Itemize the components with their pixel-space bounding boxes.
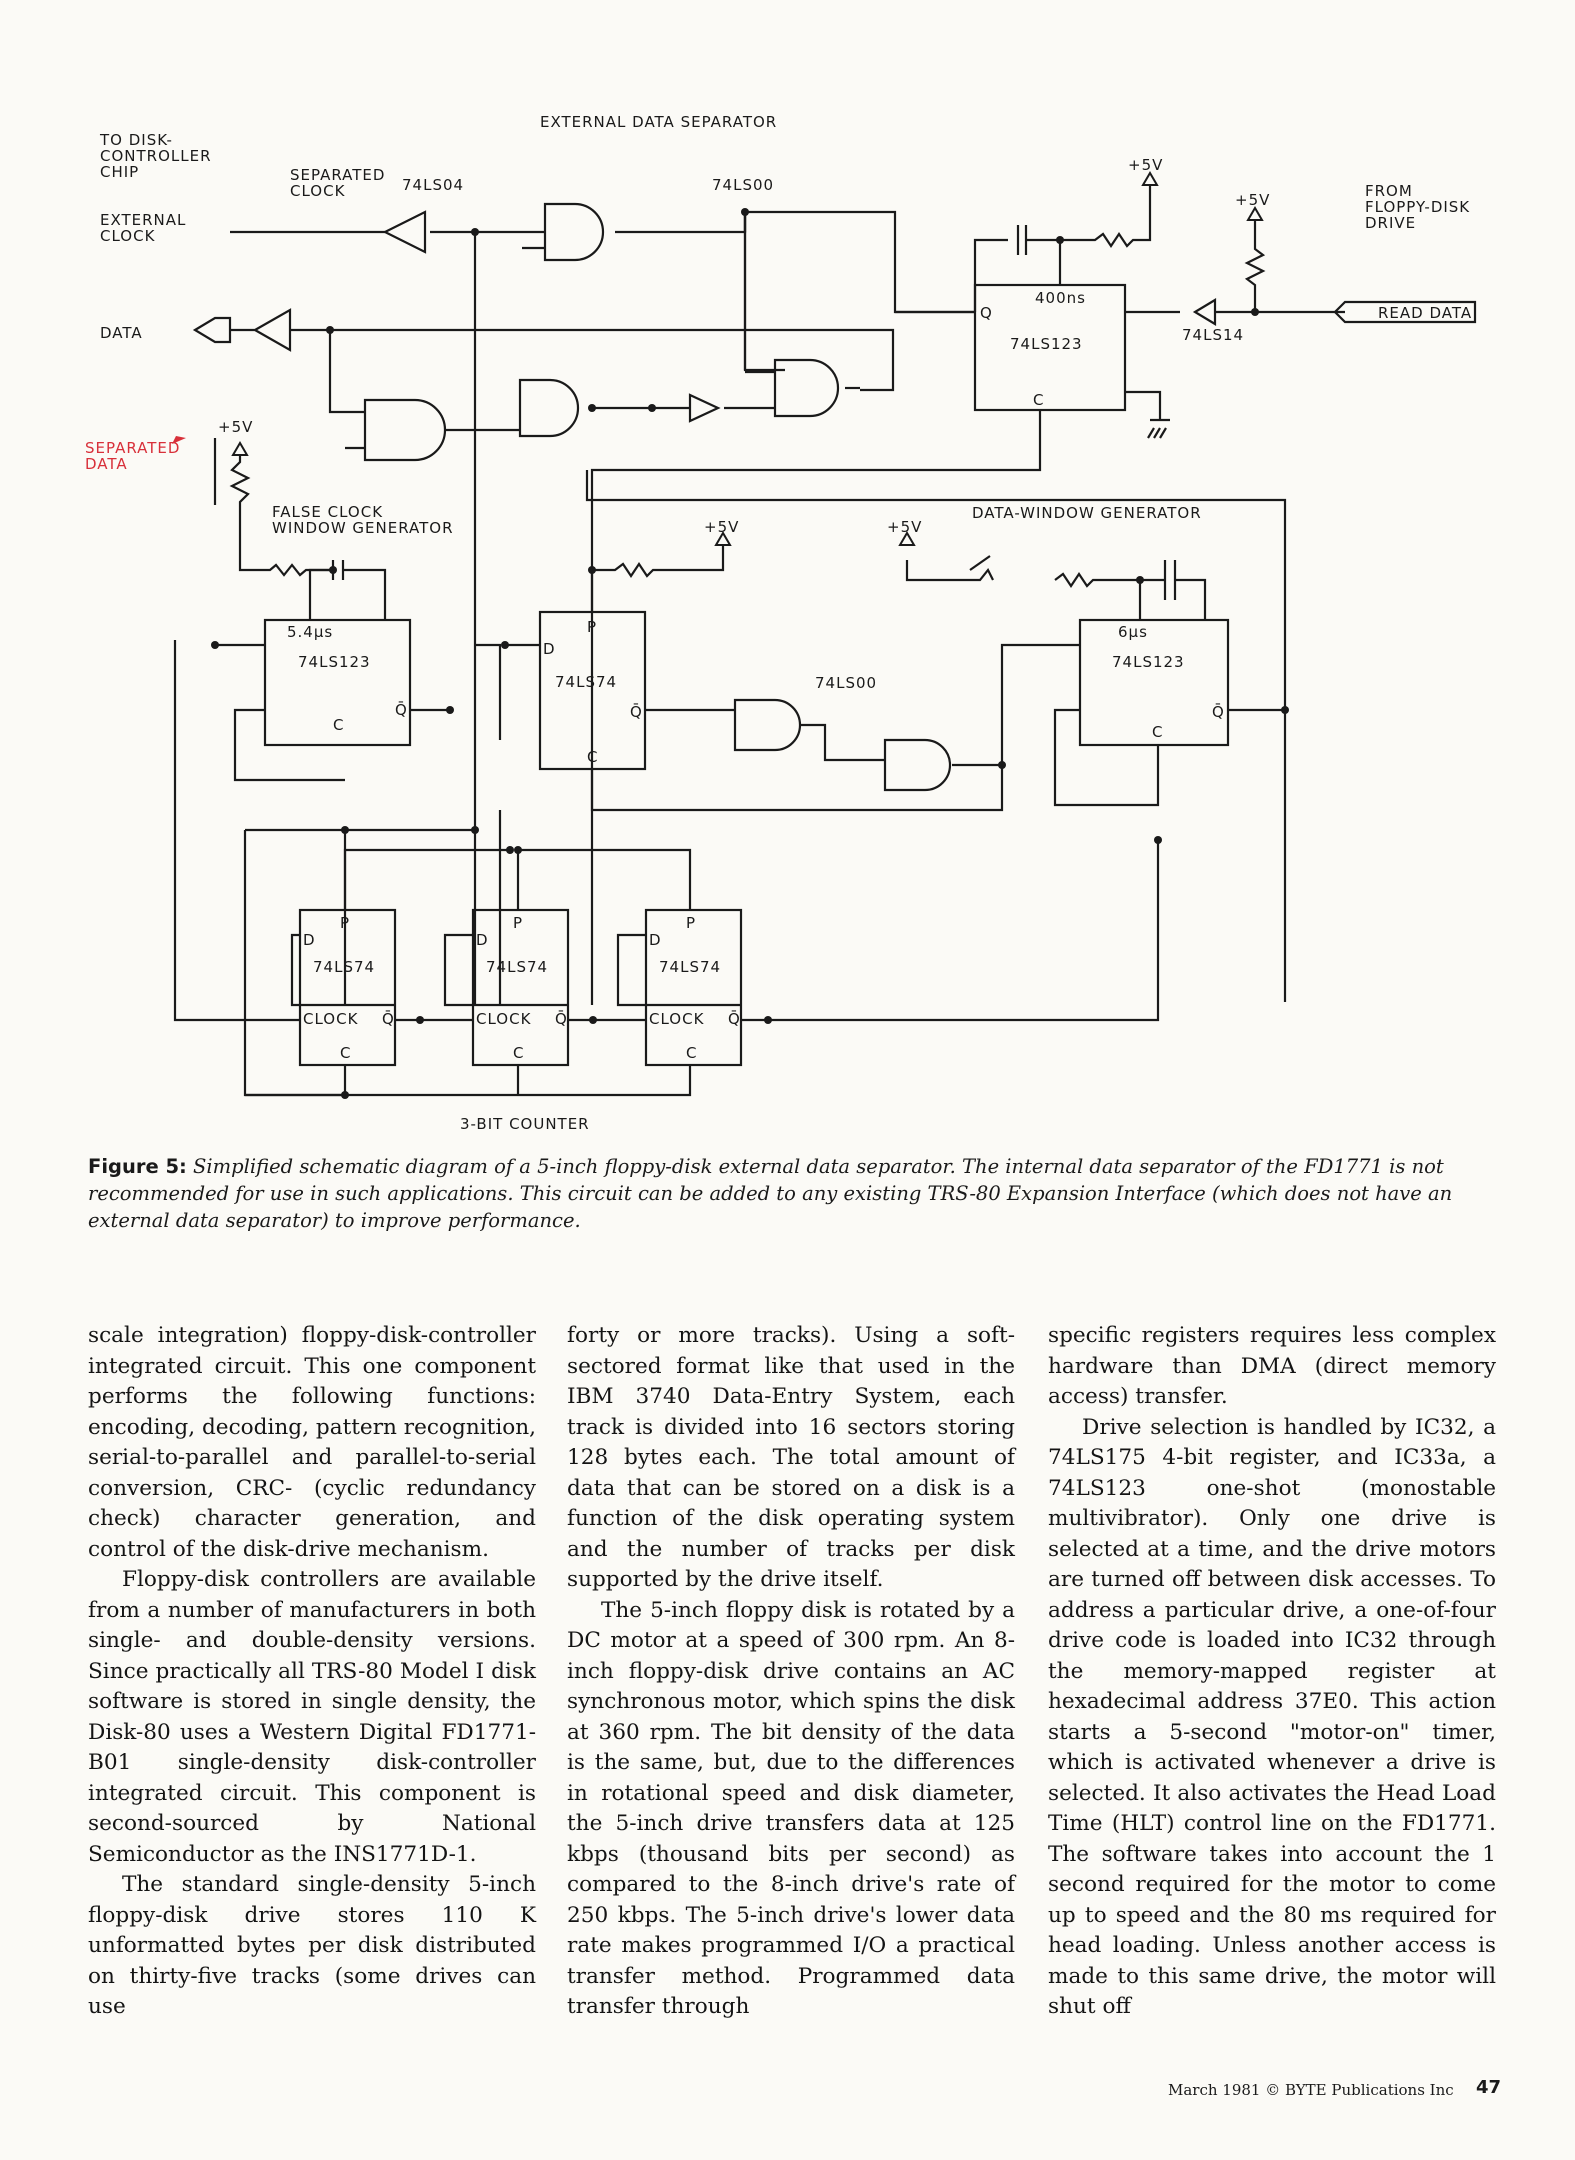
time-54us-label: 5.4µs bbox=[287, 623, 333, 641]
separated-data-label-2: DATA bbox=[85, 455, 128, 473]
counter-ic-label-2: 74LS74 bbox=[486, 958, 548, 976]
counter-pin-c-1: C bbox=[340, 1044, 351, 1062]
counter-clock-label-2: CLOCK bbox=[476, 1010, 532, 1028]
data-window-label: DATA-WINDOW GENERATOR bbox=[972, 504, 1202, 522]
from-drive-label-3: DRIVE bbox=[1365, 214, 1416, 232]
counter-pin-p-1: P bbox=[340, 914, 350, 932]
pin-q-label: Q bbox=[980, 304, 993, 322]
plus5v-label-5: +5V bbox=[887, 518, 922, 536]
plus5v-label-4: +5V bbox=[704, 518, 739, 536]
ic-74ls123-label-2: 74LS123 bbox=[298, 653, 371, 671]
counter-qbar-label-1: Q̄ bbox=[382, 1009, 395, 1028]
plus5v-label-3: +5V bbox=[1235, 191, 1270, 209]
page-number: 47 bbox=[1476, 2077, 1502, 2098]
time-6us-label: 6µs bbox=[1118, 623, 1148, 641]
pin-c-label-1: C bbox=[1033, 391, 1044, 409]
pin-qbar-label-1: Q̄ bbox=[395, 700, 408, 719]
ic-74ls123-label-3: 74LS123 bbox=[1112, 653, 1185, 671]
to-disk-label-2: CONTROLLER bbox=[100, 147, 212, 165]
ic-74ls123-label-1: 74LS123 bbox=[1010, 335, 1083, 353]
ic-74ls00-label-top: 74LS00 bbox=[712, 176, 774, 194]
counter-pin-c-2: C bbox=[513, 1044, 524, 1062]
time-400ns-label: 400ns bbox=[1035, 289, 1086, 307]
paragraph: The 5-inch floppy disk is rotated by a D… bbox=[567, 1597, 1015, 2020]
counter-pin-c-3: C bbox=[686, 1044, 697, 1062]
to-disk-label-3: CHIP bbox=[100, 163, 139, 181]
paragraph: Drive selection is handled by IC32, a 74… bbox=[1048, 1414, 1496, 2020]
external-clock-label-2: CLOCK bbox=[100, 227, 156, 245]
counter-pin-d-2: D bbox=[476, 931, 489, 949]
figure-label: Figure 5: bbox=[88, 1155, 187, 1178]
counter-ic-label-1: 74LS74 bbox=[313, 958, 375, 976]
counter-pin-p-2: P bbox=[513, 914, 523, 932]
pin-c-label-3: C bbox=[587, 748, 598, 766]
pin-c-label-4: C bbox=[1152, 723, 1163, 741]
text-column-3: specific registers requires less complex… bbox=[1048, 1321, 1496, 2023]
counter-pin-d-1: D bbox=[303, 931, 316, 949]
footer-credit: March 1981 © BYTE Publications Inc bbox=[1168, 2081, 1454, 2099]
schematic-title: EXTERNAL DATA SEPARATOR bbox=[540, 113, 777, 131]
paragraph: forty or more tracks). Using a soft-sect… bbox=[567, 1323, 1015, 1592]
counter-clock-label-1: CLOCK bbox=[303, 1010, 359, 1028]
paragraph: Floppy-disk controllers are available fr… bbox=[88, 1567, 536, 1867]
false-clock-label-1: FALSE CLOCK bbox=[272, 503, 383, 521]
false-clock-label-2: WINDOW GENERATOR bbox=[272, 519, 454, 537]
from-drive-label-1: FROM bbox=[1365, 182, 1413, 200]
separated-data-label-1: SEPARATED bbox=[85, 439, 180, 457]
paragraph: specific registers requires less complex… bbox=[1048, 1323, 1496, 1409]
counter-pin-p-3: P bbox=[686, 914, 696, 932]
pin-qbar-label-2: Q̄ bbox=[630, 702, 643, 721]
plus5v-label-1: +5V bbox=[218, 418, 253, 436]
counter-pin-d-3: D bbox=[649, 931, 662, 949]
ic-74ls74-label-1: 74LS74 bbox=[555, 673, 617, 691]
pin-c-label-2: C bbox=[333, 716, 344, 734]
from-drive-label-2: FLOPPY-DISK bbox=[1365, 198, 1470, 216]
figure-caption-text: Simplified schematic diagram of a 5-inch… bbox=[88, 1155, 1453, 1232]
read-data-label: READ DATA bbox=[1378, 304, 1472, 322]
counter-qbar-label-3: Q̄ bbox=[728, 1009, 741, 1028]
paragraph: The standard single-density 5-inch flopp… bbox=[88, 1872, 536, 2019]
to-disk-label-1: TO DISK- bbox=[99, 131, 173, 149]
external-clock-label-1: EXTERNAL bbox=[100, 211, 186, 229]
pin-qbar-label-3: Q̄ bbox=[1212, 702, 1225, 721]
text-column-2: forty or more tracks). Using a soft-sect… bbox=[567, 1321, 1015, 2023]
figure-caption: Figure 5: Simplified schematic diagram o… bbox=[88, 1153, 1498, 1234]
ic-74ls14-label: 74LS14 bbox=[1182, 326, 1244, 344]
counter-ic-label-3: 74LS74 bbox=[659, 958, 721, 976]
plus5v-label-2: +5V bbox=[1128, 156, 1163, 174]
counter-clock-label-3: CLOCK bbox=[649, 1010, 705, 1028]
ic-74ls04-label: 74LS04 bbox=[402, 176, 464, 194]
pin-p-label-1: P bbox=[587, 618, 597, 636]
data-label: DATA bbox=[100, 324, 143, 342]
text-column-1: scale integration) floppy-disk-controlle… bbox=[88, 1321, 536, 2023]
counter-label: 3-BIT COUNTER bbox=[460, 1115, 590, 1133]
separated-clock-label-2: CLOCK bbox=[290, 182, 346, 200]
pin-d-label-1: D bbox=[543, 640, 556, 658]
paragraph: scale integration) floppy-disk-controlle… bbox=[88, 1323, 536, 1562]
ic-74ls00-label-mid: 74LS00 bbox=[815, 674, 877, 692]
separated-clock-label-1: SEPARATED bbox=[290, 166, 385, 184]
counter-qbar-label-2: Q̄ bbox=[555, 1009, 568, 1028]
schematic-diagram: EXTERNAL DATA SEPARATOR TO DISK- CONTROL… bbox=[85, 113, 1477, 1133]
